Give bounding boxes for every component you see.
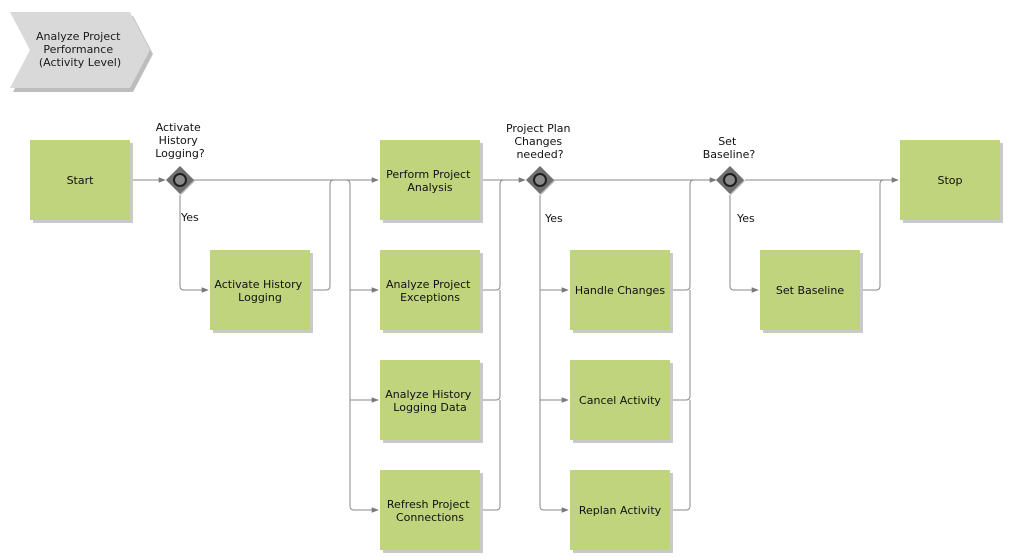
node-label: Activate History Logging: [214, 278, 305, 304]
gateway-yes-label: Yes: [180, 211, 199, 224]
node-box: [570, 360, 670, 440]
gateway-question: Project Plan Changes needed?: [506, 122, 574, 161]
chevron-shape: [10, 12, 150, 88]
node-handle-changes[interactable]: Handle Changes: [570, 250, 673, 333]
connector-replan-merge: [671, 400, 691, 511]
node-label: Replan Activity: [579, 504, 662, 517]
node-box: [900, 140, 1000, 220]
gateway-question: Activate History Logging?: [155, 121, 205, 160]
connector-parallel-split: [345, 179, 355, 511]
node-analyze-project-exceptions[interactable]: Analyze Project Exceptions: [380, 250, 483, 333]
node-box: [380, 250, 480, 330]
node-replan-activity[interactable]: Replan Activity: [570, 470, 673, 553]
gateway-ring: [533, 173, 547, 187]
gateway-yes-label: Yes: [544, 212, 563, 225]
node-box: [760, 250, 860, 330]
node-cancel-activity[interactable]: Cancel Activity: [570, 360, 673, 443]
process-title: Analyze Project Performance (Activity Le…: [36, 30, 124, 69]
process-chevron: Analyze Project Performance (Activity Le…: [10, 12, 153, 92]
gateway-question: Set Baseline?: [703, 135, 756, 161]
node-label: Start: [67, 174, 95, 187]
node-box: [570, 470, 670, 550]
node-label: Analyze Project Exceptions: [386, 278, 474, 304]
node-box: [380, 360, 480, 440]
gateway-set-baseline[interactable]: Set Baseline? Yes: [703, 135, 756, 225]
node-box: [30, 140, 130, 220]
connector-exceptions-merge: [481, 179, 505, 291]
node-label: Handle Changes: [575, 284, 665, 297]
connector-baseline-yes: [729, 195, 759, 293]
connector-set-baseline-merge: [861, 179, 885, 291]
gateway-ring: [723, 173, 737, 187]
gateway-yes-label: Yes: [736, 212, 755, 225]
node-label: Set Baseline: [776, 284, 844, 297]
gateway-activate-history-logging[interactable]: Activate History Logging? Yes: [155, 121, 205, 224]
gateway-project-plan-changes[interactable]: Project Plan Changes needed? Yes: [506, 122, 574, 225]
node-perform-project-analysis[interactable]: Perform Project Analysis: [380, 140, 483, 223]
connector-cancel-merge: [671, 290, 691, 401]
node-stop[interactable]: Stop: [900, 140, 1003, 223]
connector-history-yes: [179, 195, 209, 293]
node-label: Analyze History Logging Data: [385, 388, 474, 414]
node-label: Stop: [937, 174, 962, 187]
connector-activate-history-merge: [311, 179, 335, 291]
connector-refresh-merge: [481, 400, 501, 511]
node-box: [380, 470, 480, 550]
task-nodes: Start Activate History Logging Perform P…: [30, 140, 1003, 553]
node-box: [210, 250, 310, 330]
node-refresh-project-connections[interactable]: Refresh Project Connections: [380, 470, 483, 553]
connectors: [131, 177, 899, 513]
node-start[interactable]: Start: [30, 140, 133, 223]
connector-changes-yes: [539, 195, 545, 511]
node-box: [570, 250, 670, 330]
node-label: Refresh Project Connections: [387, 498, 473, 524]
node-set-baseline[interactable]: Set Baseline: [760, 250, 863, 333]
connector-history-data-merge: [481, 290, 501, 401]
node-label: Perform Project Analysis: [386, 168, 474, 194]
node-analyze-history-logging-data[interactable]: Analyze History Logging Data: [380, 360, 483, 443]
node-label: Cancel Activity: [579, 394, 661, 407]
gateways: Activate History Logging? Yes Project Pl…: [155, 121, 755, 225]
connector-handle-changes-merge: [671, 179, 695, 291]
gateway-ring: [173, 173, 187, 187]
node-activate-history-logging[interactable]: Activate History Logging: [210, 250, 313, 333]
node-box: [380, 140, 480, 220]
